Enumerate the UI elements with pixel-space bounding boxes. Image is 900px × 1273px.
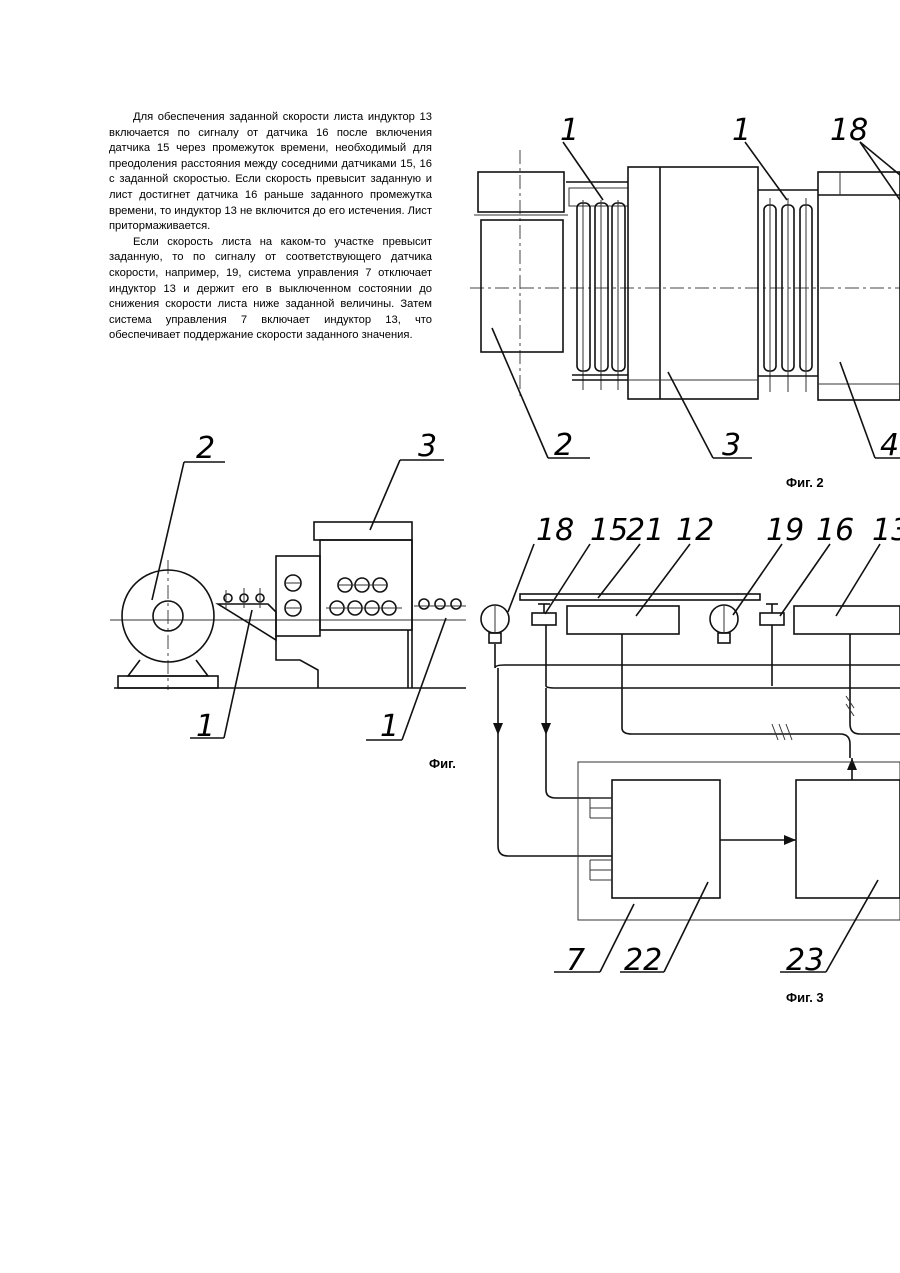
fig3-label-13: 13 (872, 513, 900, 548)
fig3-label-19: 19 (766, 513, 804, 548)
fig2-label-3: 3 (722, 428, 741, 463)
fig3-label-21: 21 (626, 513, 664, 548)
fig3-label-12: 12 (676, 513, 714, 548)
fig3-drawing: 18 15 21 12 19 16 13 7 22 23 (481, 513, 900, 978)
fig3-caption: Фиг. 3 (786, 990, 824, 1005)
fig1-label-2: 2 (196, 431, 215, 466)
fig3-label-7: 7 (566, 943, 585, 978)
fig3-label-16: 16 (816, 513, 854, 548)
fig1-caption: Фиг. (429, 756, 456, 771)
fig1-label-1a: 1 (196, 709, 215, 744)
fig3-label-22: 22 (624, 943, 662, 978)
fig2-label-1a: 1 (560, 113, 579, 148)
fig2-label-18: 18 (830, 113, 868, 148)
fig3-label-18: 18 (536, 513, 574, 548)
fig3-label-15: 15 (590, 513, 628, 548)
fig2-label-2: 2 (554, 428, 573, 463)
fig1-drawing: 2 3 1 1 (110, 429, 466, 744)
fig1-label-1b: 1 (380, 709, 399, 744)
fig2-label-4: 4 (880, 428, 899, 463)
fig3-label-23: 23 (786, 943, 824, 978)
fig2-label-1b: 1 (732, 113, 751, 148)
fig2-drawing: 1 1 18 2 3 4 (470, 113, 900, 463)
fig1-label-3: 3 (418, 429, 437, 464)
fig2-caption: Фиг. 2 (786, 475, 824, 490)
